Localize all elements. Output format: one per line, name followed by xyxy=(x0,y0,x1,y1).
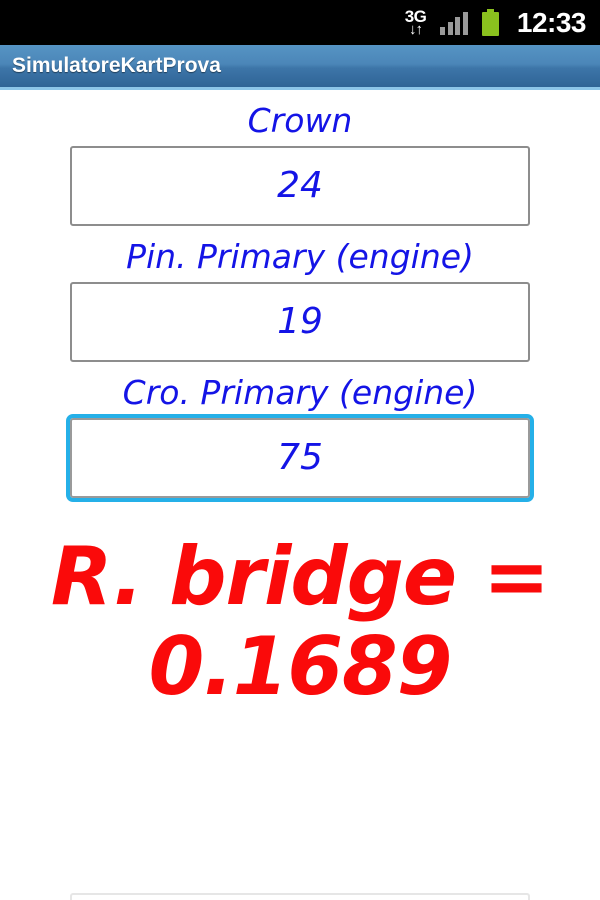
3g-data-icon: 3G ↓↑ xyxy=(405,8,427,37)
battery-body xyxy=(481,12,499,36)
status-clock: 12:33 xyxy=(516,6,587,38)
form-content: Crown 24 Pin. Primary (engine) 19 Cro. P… xyxy=(0,90,600,711)
input-crown[interactable]: 24 xyxy=(70,146,530,226)
3g-label: 3G xyxy=(404,7,427,26)
data-transfer-arrows: ↓↑ xyxy=(409,21,423,38)
status-icon-group: 3G ↓↑ 12:33 xyxy=(405,6,587,39)
result-line-1: R. bridge = xyxy=(50,530,550,623)
app-title: SimulatoreKartProva xyxy=(12,54,221,77)
signal-bars-icon xyxy=(440,11,468,35)
label-crown: Crown xyxy=(247,101,353,140)
result-text: R. bridge = 0.1689 xyxy=(0,532,600,711)
input-cro-primary-engine[interactable]: 75 xyxy=(66,414,534,502)
input-cro-primary-engine-value: 75 xyxy=(277,437,323,478)
status-bar: 3G ↓↑ 12:33 xyxy=(0,0,600,45)
label-pin-primary-engine: Pin. Primary (engine) xyxy=(126,237,474,276)
battery-cap xyxy=(486,9,494,12)
label-cro-primary-engine: Cro. Primary (engine) xyxy=(122,373,478,412)
app-title-bar: SimulatoreKartProva xyxy=(0,45,600,90)
input-pin-primary-engine-value: 19 xyxy=(277,301,323,342)
result-line-2: 0.1689 xyxy=(148,619,453,713)
input-crown-value: 24 xyxy=(277,165,323,206)
battery-icon xyxy=(481,9,499,36)
input-pin-primary-engine[interactable]: 19 xyxy=(70,282,530,362)
input-next-partial[interactable] xyxy=(70,893,530,900)
